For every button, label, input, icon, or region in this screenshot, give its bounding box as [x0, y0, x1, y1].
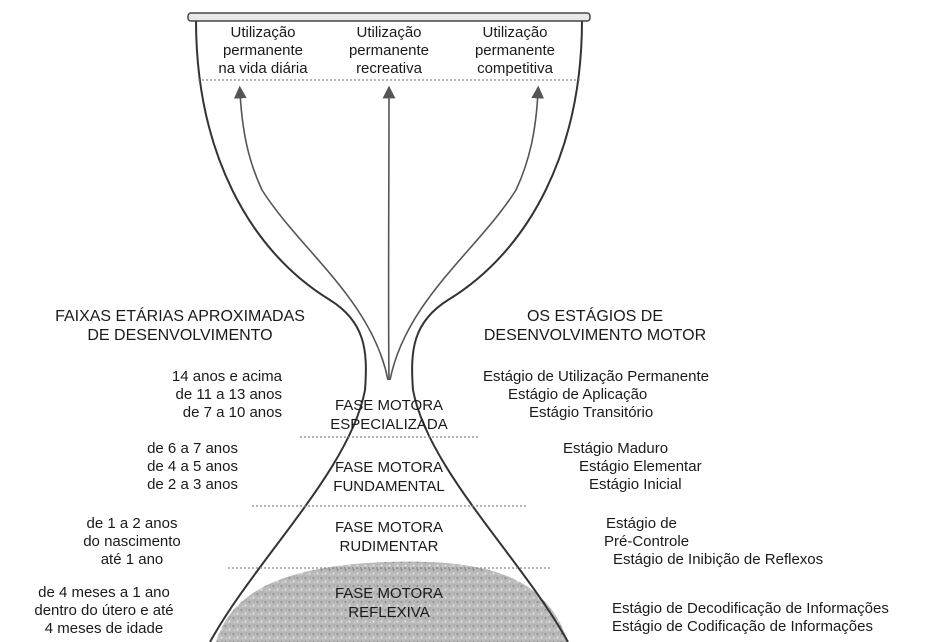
stage-initial: Estágio Inicial	[589, 476, 682, 493]
stage-information-decoding: Estágio de Decodificação de Informações	[612, 600, 889, 617]
arrow-left	[233, 85, 389, 381]
hourglass-right-outline	[411, 19, 583, 642]
top-label-competitive: Utilização permanente competitiva	[474, 24, 556, 77]
stage-precontrol-2: Pré-Controle	[604, 533, 690, 550]
phase-fundamental: FASE MOTORA FUNDAMENTAL	[333, 459, 445, 495]
age-until-1: até 1 ano	[100, 551, 164, 568]
right-header-motor-stages: OS ESTÁGIOS DE DESENVOLVIMENTO MOTOR	[483, 308, 707, 344]
stage-permanent-use: Estágio de Utilização Permanente	[483, 368, 709, 385]
reflexive-mound	[216, 561, 568, 642]
stage-elementary: Estágio Elementar	[579, 458, 702, 475]
stage-application: Estágio de Aplicação	[508, 386, 648, 403]
phase-reflexive: FASE MOTORA REFLEXIVA	[334, 585, 444, 621]
age-4-to-5: de 4 a 5 anos	[147, 458, 238, 475]
phase-rudimentary: FASE MOTORA RUDIMENTAR	[334, 519, 444, 555]
stage-information-encoding: Estágio de Codificação de Informações	[612, 618, 873, 635]
stage-precontrol-1: Estágio de	[606, 515, 677, 532]
age-1-to-2: de 1 a 2 anos	[86, 515, 178, 532]
left-header-age-ranges: FAIXAS ETÁRIAS APROXIMADAS DE DESENVOLVI…	[55, 308, 305, 344]
top-rim	[187, 12, 591, 22]
age-4-months-to-1-year: de 4 meses a 1 ano	[38, 584, 170, 601]
age-11-to-13: de 11 a 13 anos	[175, 386, 282, 403]
stage-mature: Estágio Maduro	[563, 440, 669, 457]
age-7-to-10: de 7 a 10 anos	[182, 404, 282, 421]
hourglass-left-outline	[195, 19, 367, 642]
stage-transitional: Estágio Transitório	[529, 404, 654, 421]
age-14-and-above: 14 anos e acima	[171, 368, 282, 385]
age-4-months: 4 meses de idade	[44, 620, 164, 637]
age-from-birth: do nascimento	[83, 533, 181, 550]
phase-specialized: FASE MOTORA ESPECIALIZADA	[330, 397, 448, 433]
age-6-to-7: de 6 a 7 anos	[147, 440, 238, 457]
arrow-right	[389, 85, 545, 381]
top-label-recreational: Utilização permanente recreativa	[348, 24, 430, 77]
stage-reflex-inhibition: Estágio de Inibição de Reflexos	[613, 551, 824, 568]
age-in-utero: dentro do útero e até	[34, 602, 174, 619]
age-2-to-3: de 2 a 3 anos	[147, 476, 238, 493]
top-label-daily-life: Utilização permanente na vida diária	[218, 24, 308, 77]
